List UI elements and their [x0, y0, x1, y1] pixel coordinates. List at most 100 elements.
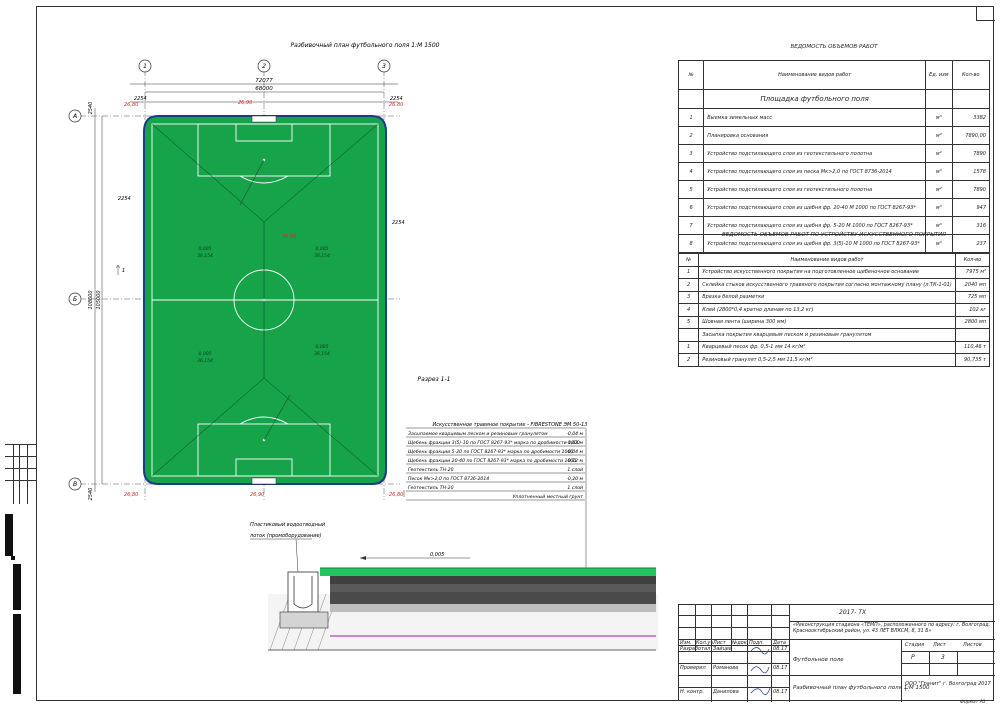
title-block: 2017- ТХ «Реконструкция стадиона «ТЕМП»,… [678, 604, 995, 702]
axis-marker-2 [257, 59, 271, 73]
dim-end-offset-bottom: 2540 [88, 488, 94, 501]
tb-sheet: 3 [941, 654, 945, 661]
tb-sheet-title: Разбивочный план футбольного поля 1:М 15… [793, 685, 930, 691]
slope-value-1: 36,154 [197, 253, 213, 259]
tb-hdr-koluch: Кол.уч [696, 640, 714, 646]
slope-lines [151, 123, 379, 477]
tb-role-2: Проверил [680, 665, 706, 671]
slope-value-2: 36,154 [314, 253, 330, 259]
slope-label-1: 0,005 [199, 246, 212, 252]
dim-end-offset-top: 2540 [88, 102, 94, 115]
dim-total-length: 108600 [88, 290, 94, 309]
layer-5-value: 1 слой [567, 467, 583, 473]
slope-label-3: 0,005 [199, 351, 212, 357]
dim-side-right: 2254 [390, 96, 403, 102]
dim-field-width: 68000 [255, 86, 273, 92]
dim-mid-left: 2254 [118, 196, 131, 202]
table-row: Засыпка покрытия кварцевым песком и рези… [677, 328, 991, 342]
tb-sheets-label: Листов [963, 642, 982, 648]
section-drawing: Пластиковый водоотводный лоток (промобор… [249, 522, 658, 651]
tb-date-3: 08.17 [773, 689, 788, 695]
axis-label-b: Б [73, 296, 77, 303]
layer-2-text: Щебень фракции 3(5)-10 по ГОСТ 8267-93* … [408, 440, 580, 446]
goal-top [251, 115, 277, 123]
drain-slope-label: 0,005 [430, 552, 444, 558]
tb-hdr-podp: Подп. [749, 640, 765, 646]
axis-label-v: В [73, 481, 77, 488]
layer-2-value: -0,03 м [566, 440, 583, 446]
drain-label-1: Пластиковый водоотводный [250, 522, 326, 528]
axis-marker-1 [138, 59, 152, 73]
level-goal-bottom: 26,90 [250, 492, 264, 498]
dim-field-length: 105000 [96, 290, 102, 309]
tb-role-3: Н. контр. [680, 689, 704, 695]
tb-date-2: 08.17 [773, 665, 788, 671]
table1-title: ВЕДОМОСТЬ ОБЪЕМОВ РАБОТ [790, 44, 878, 50]
level-corner-tr: 26,80 [389, 102, 403, 108]
dim-mid-right: 2254 [392, 220, 405, 226]
t2-header-name: Наименование видов работ [698, 253, 956, 267]
axis-label-3: 3 [382, 63, 386, 70]
t2-header-qty: Кол-во [954, 253, 991, 267]
layer-8-text: Уплотненный местный грунт [513, 494, 584, 500]
tb-code: 2017- ТХ [839, 609, 867, 616]
level-mid: 26,95 [282, 234, 296, 240]
binding-strip [5, 444, 36, 701]
corner-stamp-box [976, 6, 995, 21]
axis-marker-v [68, 477, 82, 491]
t1-section: Площадка футбольного поля [703, 89, 927, 109]
layer-3-value: -0,04 м [566, 449, 583, 455]
level-corner-br: 26,80 [389, 492, 403, 498]
axis-marker-a [68, 109, 82, 123]
dim-side-left: 2254 [134, 96, 147, 102]
level-corner-tl: 26,80 [124, 102, 138, 108]
slope-value-4: 36,154 [314, 351, 330, 357]
layer-7-text: Геотекстиль ТН-20 [408, 485, 454, 491]
tb-hdr-date: Дата [773, 640, 786, 646]
drawing-frame [36, 6, 994, 701]
axis-label-1: 1 [143, 63, 147, 70]
layers-title: Искусственное травяное покрытие - FIBRES… [433, 422, 588, 428]
level-goal-top: 26,90 [238, 100, 252, 106]
t1-header-n: № [677, 60, 705, 90]
layer-3-text: Щебень фракции 5-20 по ГОСТ 8267-93* мар… [408, 449, 573, 455]
layer-7-value: 1 слой [567, 485, 583, 491]
tb-hdr-list: Лист [713, 640, 726, 646]
format-label: Формат А1 [960, 700, 986, 705]
tb-date-1: 08.17 [773, 646, 788, 652]
level-arrow-label: 1 [122, 268, 125, 274]
tb-name-3: Данилова [713, 689, 739, 695]
tb-name-2: Романова [713, 665, 739, 671]
tb-name-1: Зайцев [713, 646, 732, 652]
goal-bottom [251, 477, 277, 485]
tb-role-1: Разработал [680, 646, 711, 652]
tb-project: «Реконструкция стадиона «ТЕМП», располож… [793, 623, 991, 634]
t1-header-qty: Кол-во [951, 60, 991, 90]
layer-1-value: -0,04 м [566, 431, 583, 437]
axis-label-2: 2 [262, 63, 266, 70]
axis-label-a: А [72, 113, 77, 120]
layer-4-text: Щебень фракции 20-40 по ГОСТ 8267-93* ма… [408, 458, 576, 464]
t1-header-unit: Ед. изм [925, 60, 953, 90]
tb-stage-label: Стадия [905, 642, 925, 648]
layer-1-text: Засыпаемое кварцевым песком и резиновым … [408, 431, 548, 437]
t2-header-n: № [677, 253, 700, 267]
tb-company: ООО "Гранит" г. Волгоград 2017 г. [905, 681, 991, 693]
tb-hdr-doc: №док. [732, 640, 749, 646]
tb-stage: Р [911, 654, 915, 661]
axis-marker-b [68, 292, 82, 306]
dim-overall-width: 72077 [255, 78, 273, 84]
